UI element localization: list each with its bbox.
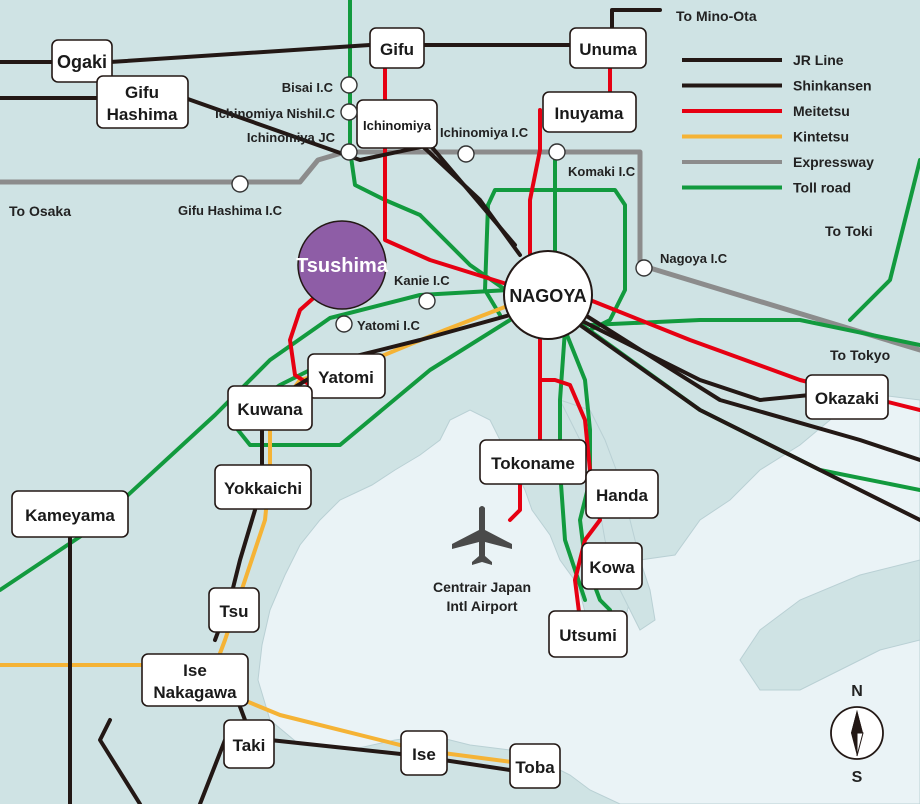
ic-yatomi-label: Yatomi I.C [357, 318, 420, 333]
station-gifu[interactable]: Gifu [369, 27, 425, 69]
unuma-label: Unuma [579, 40, 637, 59]
kameyama-label: Kameyama [25, 506, 115, 525]
yatomi-label: Yatomi [318, 368, 374, 387]
station-ise-nakagawa[interactable]: Ise Nakagawa [141, 653, 249, 707]
tokoname-label: Tokoname [491, 454, 575, 473]
legend-label: Kintetsu [793, 129, 849, 145]
gifu-hashima-label-2: Hashima [107, 105, 178, 124]
toba-label: Toba [515, 758, 555, 777]
station-taki[interactable]: Taki [223, 719, 275, 769]
legend-item: Kintetsu [682, 129, 849, 145]
station-kowa[interactable]: Kowa [581, 542, 643, 590]
station-ogaki[interactable]: Ogaki [51, 39, 113, 83]
compass-north-label: N [851, 683, 863, 700]
ic-bisai-marker[interactable] [340, 76, 358, 94]
ic-kanie-marker[interactable] [418, 292, 436, 310]
station-gifu-hashima[interactable]: Gifu Hashima [96, 75, 189, 129]
airport-label-2: Intl Airport [446, 598, 517, 614]
ic-ichinomiya-jc-label: Ichinomiya JC [247, 130, 336, 145]
to-osaka-label: To Osaka [9, 203, 71, 219]
legend-item: Shinkansen [682, 78, 872, 94]
handa-label: Handa [596, 486, 649, 505]
to-tokyo-label: To Tokyo [830, 347, 890, 363]
ic-ichinomiya-jc-marker[interactable] [340, 143, 358, 161]
gifu-hashima-label-1: Gifu [125, 83, 159, 102]
legend-label: Meitetsu [793, 103, 850, 119]
airplane-icon [452, 506, 512, 565]
station-inuyama[interactable]: Inuyama [542, 91, 637, 133]
legend-label: Expressway [793, 154, 874, 170]
utsumi-label: Utsumi [559, 626, 617, 645]
legend: JR LineShinkansenMeitetsuKintetsuExpress… [682, 52, 874, 196]
kuwana-label: Kuwana [237, 400, 303, 419]
ise-nakagawa-label-2: Nakagawa [153, 683, 237, 702]
okazaki-label: Okazaki [815, 389, 879, 408]
inuyama-label: Inuyama [555, 104, 625, 123]
station-ichinomiya[interactable]: Ichinomiya [356, 99, 438, 149]
ise-nakagawa-label-1: Ise [183, 661, 207, 680]
ogaki-label: Ogaki [57, 52, 107, 72]
station-toba[interactable]: Toba [509, 743, 561, 789]
ic-ichinomiya-nishi-marker[interactable] [340, 103, 358, 121]
gifu-label: Gifu [380, 40, 414, 59]
legend-label: Shinkansen [793, 78, 872, 94]
ic-gifu-hashima-label: Gifu Hashima I.C [178, 203, 283, 218]
ise-label: Ise [412, 745, 436, 764]
station-utsumi[interactable]: Utsumi [548, 610, 628, 658]
interchange-markers [231, 76, 653, 333]
ic-nagoya-marker[interactable] [635, 259, 653, 277]
compass: N S [830, 683, 884, 786]
tsu-label: Tsu [220, 602, 249, 621]
airport-label-1: Centrair Japan [433, 579, 531, 595]
ic-komaki-label: Komaki I.C [568, 164, 636, 179]
station-tokoname[interactable]: Tokoname [479, 439, 587, 485]
station-yatomi[interactable]: Yatomi [307, 353, 386, 399]
legend-item: Expressway [682, 154, 874, 170]
station-ise[interactable]: Ise [400, 730, 448, 776]
station-unuma[interactable]: Unuma [569, 27, 647, 69]
station-okazaki[interactable]: Okazaki [805, 374, 889, 420]
station-yokkaichi[interactable]: Yokkaichi [214, 464, 312, 510]
nagoya-label: NAGOYA [509, 286, 586, 306]
station-tsushima[interactable]: Tsushima [296, 220, 389, 310]
station-kuwana[interactable]: Kuwana [227, 385, 313, 431]
legend-item: JR Line [682, 52, 844, 68]
taki-label: Taki [233, 736, 266, 755]
ic-ichinomiya-marker[interactable] [457, 145, 475, 163]
ic-gifu-hashima-marker[interactable] [231, 175, 249, 193]
ic-komaki-marker[interactable] [548, 143, 566, 161]
tsushima-label: Tsushima [296, 255, 389, 277]
ic-ichinomiya-nishi-label: Ichinomiya Nishil.C [215, 106, 336, 121]
yokkaichi-label: Yokkaichi [224, 479, 302, 498]
compass-south-label: S [852, 769, 863, 786]
ic-ichinomiya-label: Ichinomiya I.C [440, 125, 529, 140]
legend-item: Toll road [682, 180, 851, 196]
ic-nagoya-label: Nagoya I.C [660, 251, 728, 266]
ic-yatomi-marker[interactable] [335, 315, 353, 333]
to-mino-ota-label: To Mino-Ota [676, 8, 757, 24]
ic-kanie-label: Kanie I.C [394, 273, 450, 288]
to-toki-label: To Toki [825, 223, 873, 239]
legend-label: Toll road [793, 180, 851, 196]
legend-item: Meitetsu [682, 103, 850, 119]
kowa-label: Kowa [589, 558, 635, 577]
atsumi-peninsula [739, 559, 920, 691]
station-nagoya[interactable]: NAGOYA [503, 250, 593, 340]
station-tsu[interactable]: Tsu [208, 587, 260, 633]
station-kameyama[interactable]: Kameyama [11, 490, 129, 538]
legend-label: JR Line [793, 52, 844, 68]
station-handa[interactable]: Handa [585, 469, 659, 519]
ichinomiya-label: Ichinomiya [363, 118, 432, 133]
ic-bisai-label: Bisai I.C [282, 80, 334, 95]
